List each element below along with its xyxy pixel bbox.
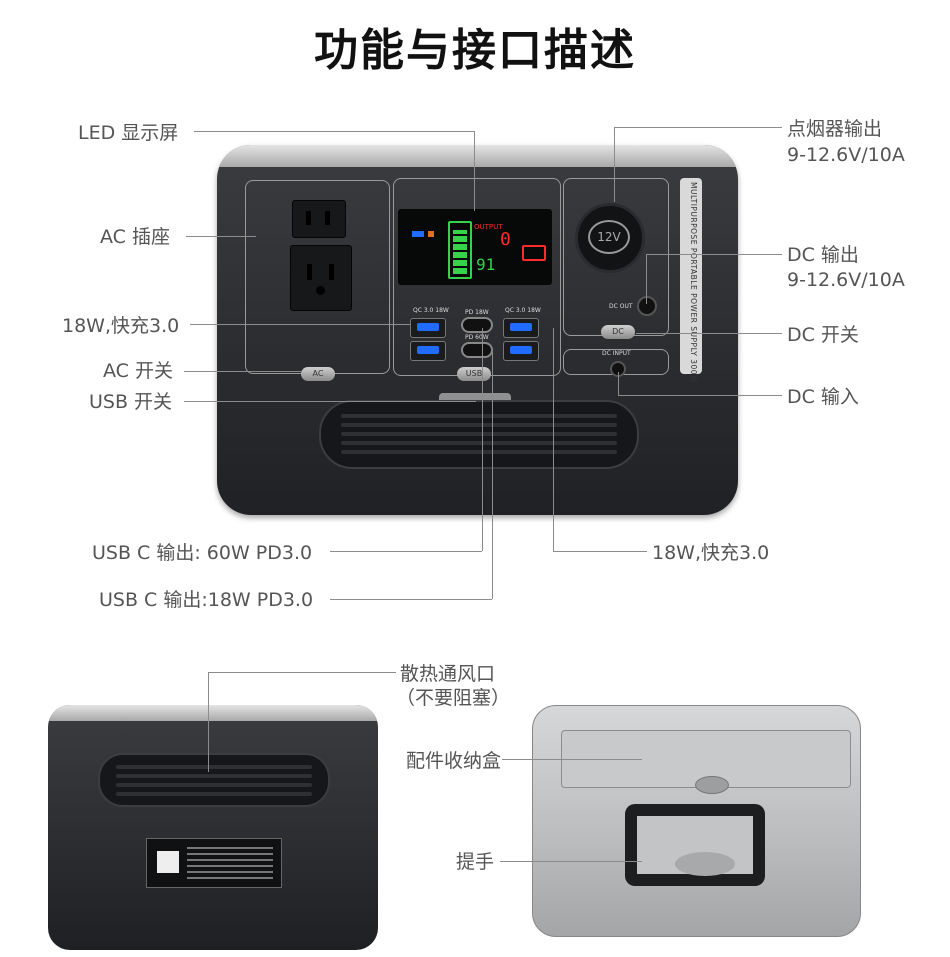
front-vent [319, 400, 639, 469]
dc-button[interactable]: DC [601, 325, 635, 339]
label-dc-out-spec: 9-12.6V/10A [787, 269, 905, 291]
dc-out-label: DC OUT [609, 303, 633, 310]
rear-vent [98, 753, 330, 807]
label-usbc-18: USB C 输出:18W PD3.0 [99, 589, 314, 611]
usb-button[interactable]: USB [457, 367, 491, 381]
power-station-back [48, 705, 378, 950]
dc-out-port [637, 296, 657, 316]
usb-c-port-18w [461, 317, 493, 333]
dc-input-label: DC INPUT [602, 350, 631, 357]
pd-60-label: PD 60W [465, 334, 489, 341]
top-cap [217, 145, 738, 167]
label-usb-right: 18W,快充3.0 [652, 542, 770, 564]
carry-handle [625, 804, 765, 886]
usb-a-port-2 [410, 341, 446, 361]
storage-button [695, 776, 729, 794]
label-led: LED 显示屏 [78, 122, 179, 144]
label-usb-left: 18W,快充3.0 [62, 315, 180, 337]
screen-watts: 0 [500, 229, 511, 250]
usb-label-1: QC 3.0 18W [413, 307, 449, 314]
ac-socket-top [292, 200, 346, 238]
page-title: 功能与接口描述 [314, 25, 636, 76]
label-ac-switch: AC 开关 [103, 360, 173, 382]
cigarette-socket-label: 12V [588, 220, 630, 254]
pd-18-label: PD 18W [465, 309, 489, 316]
usb-a-port-3 [503, 318, 539, 338]
usb-c-port-60w [461, 342, 493, 358]
power-station-top [532, 705, 861, 937]
usb-label-2: QC 3.0 18W [505, 307, 541, 314]
screen-percent: 91 [476, 255, 496, 274]
label-cig-spec: 9-12.6V/10A [787, 144, 905, 166]
ac-button[interactable]: AC [301, 367, 335, 381]
label-dc-input: DC 输入 [787, 386, 859, 408]
top-cap [48, 705, 378, 721]
led-screen: OUTPUT 0 91 [398, 209, 552, 285]
warning-label [146, 838, 282, 888]
label-vent-note: （不要阻塞） [396, 687, 511, 709]
label-handle: 提手 [456, 851, 495, 873]
usb-a-port-1 [410, 318, 446, 338]
label-usbc-60: USB C 输出: 60W PD3.0 [92, 542, 313, 564]
ac-socket-bottom [290, 245, 352, 311]
label-dc-switch: DC 开关 [787, 324, 859, 346]
label-usb-switch: USB 开关 [89, 391, 173, 413]
label-storage: 配件收纳盒 [406, 750, 502, 772]
power-station-front: AC OUTPUT 0 91 QC 3.0 18W PD 18W PD 60W … [217, 145, 738, 515]
side-strip: MULTIPURPOSE PORTABLE POWER SUPPLY 300W [680, 178, 702, 383]
label-vent-title: 散热通风口 [400, 663, 496, 685]
battery-icon [448, 221, 472, 279]
cigarette-socket: 12V [575, 203, 645, 273]
label-dc-out-title: DC 输出 [787, 244, 859, 266]
label-cig-title: 点烟器输出 [787, 118, 883, 140]
screen-output-label: OUTPUT [474, 223, 503, 231]
usb-a-port-4 [503, 341, 539, 361]
side-strip-text: MULTIPURPOSE PORTABLE POWER SUPPLY 300W [689, 182, 698, 383]
label-ac-socket: AC 插座 [100, 226, 170, 248]
